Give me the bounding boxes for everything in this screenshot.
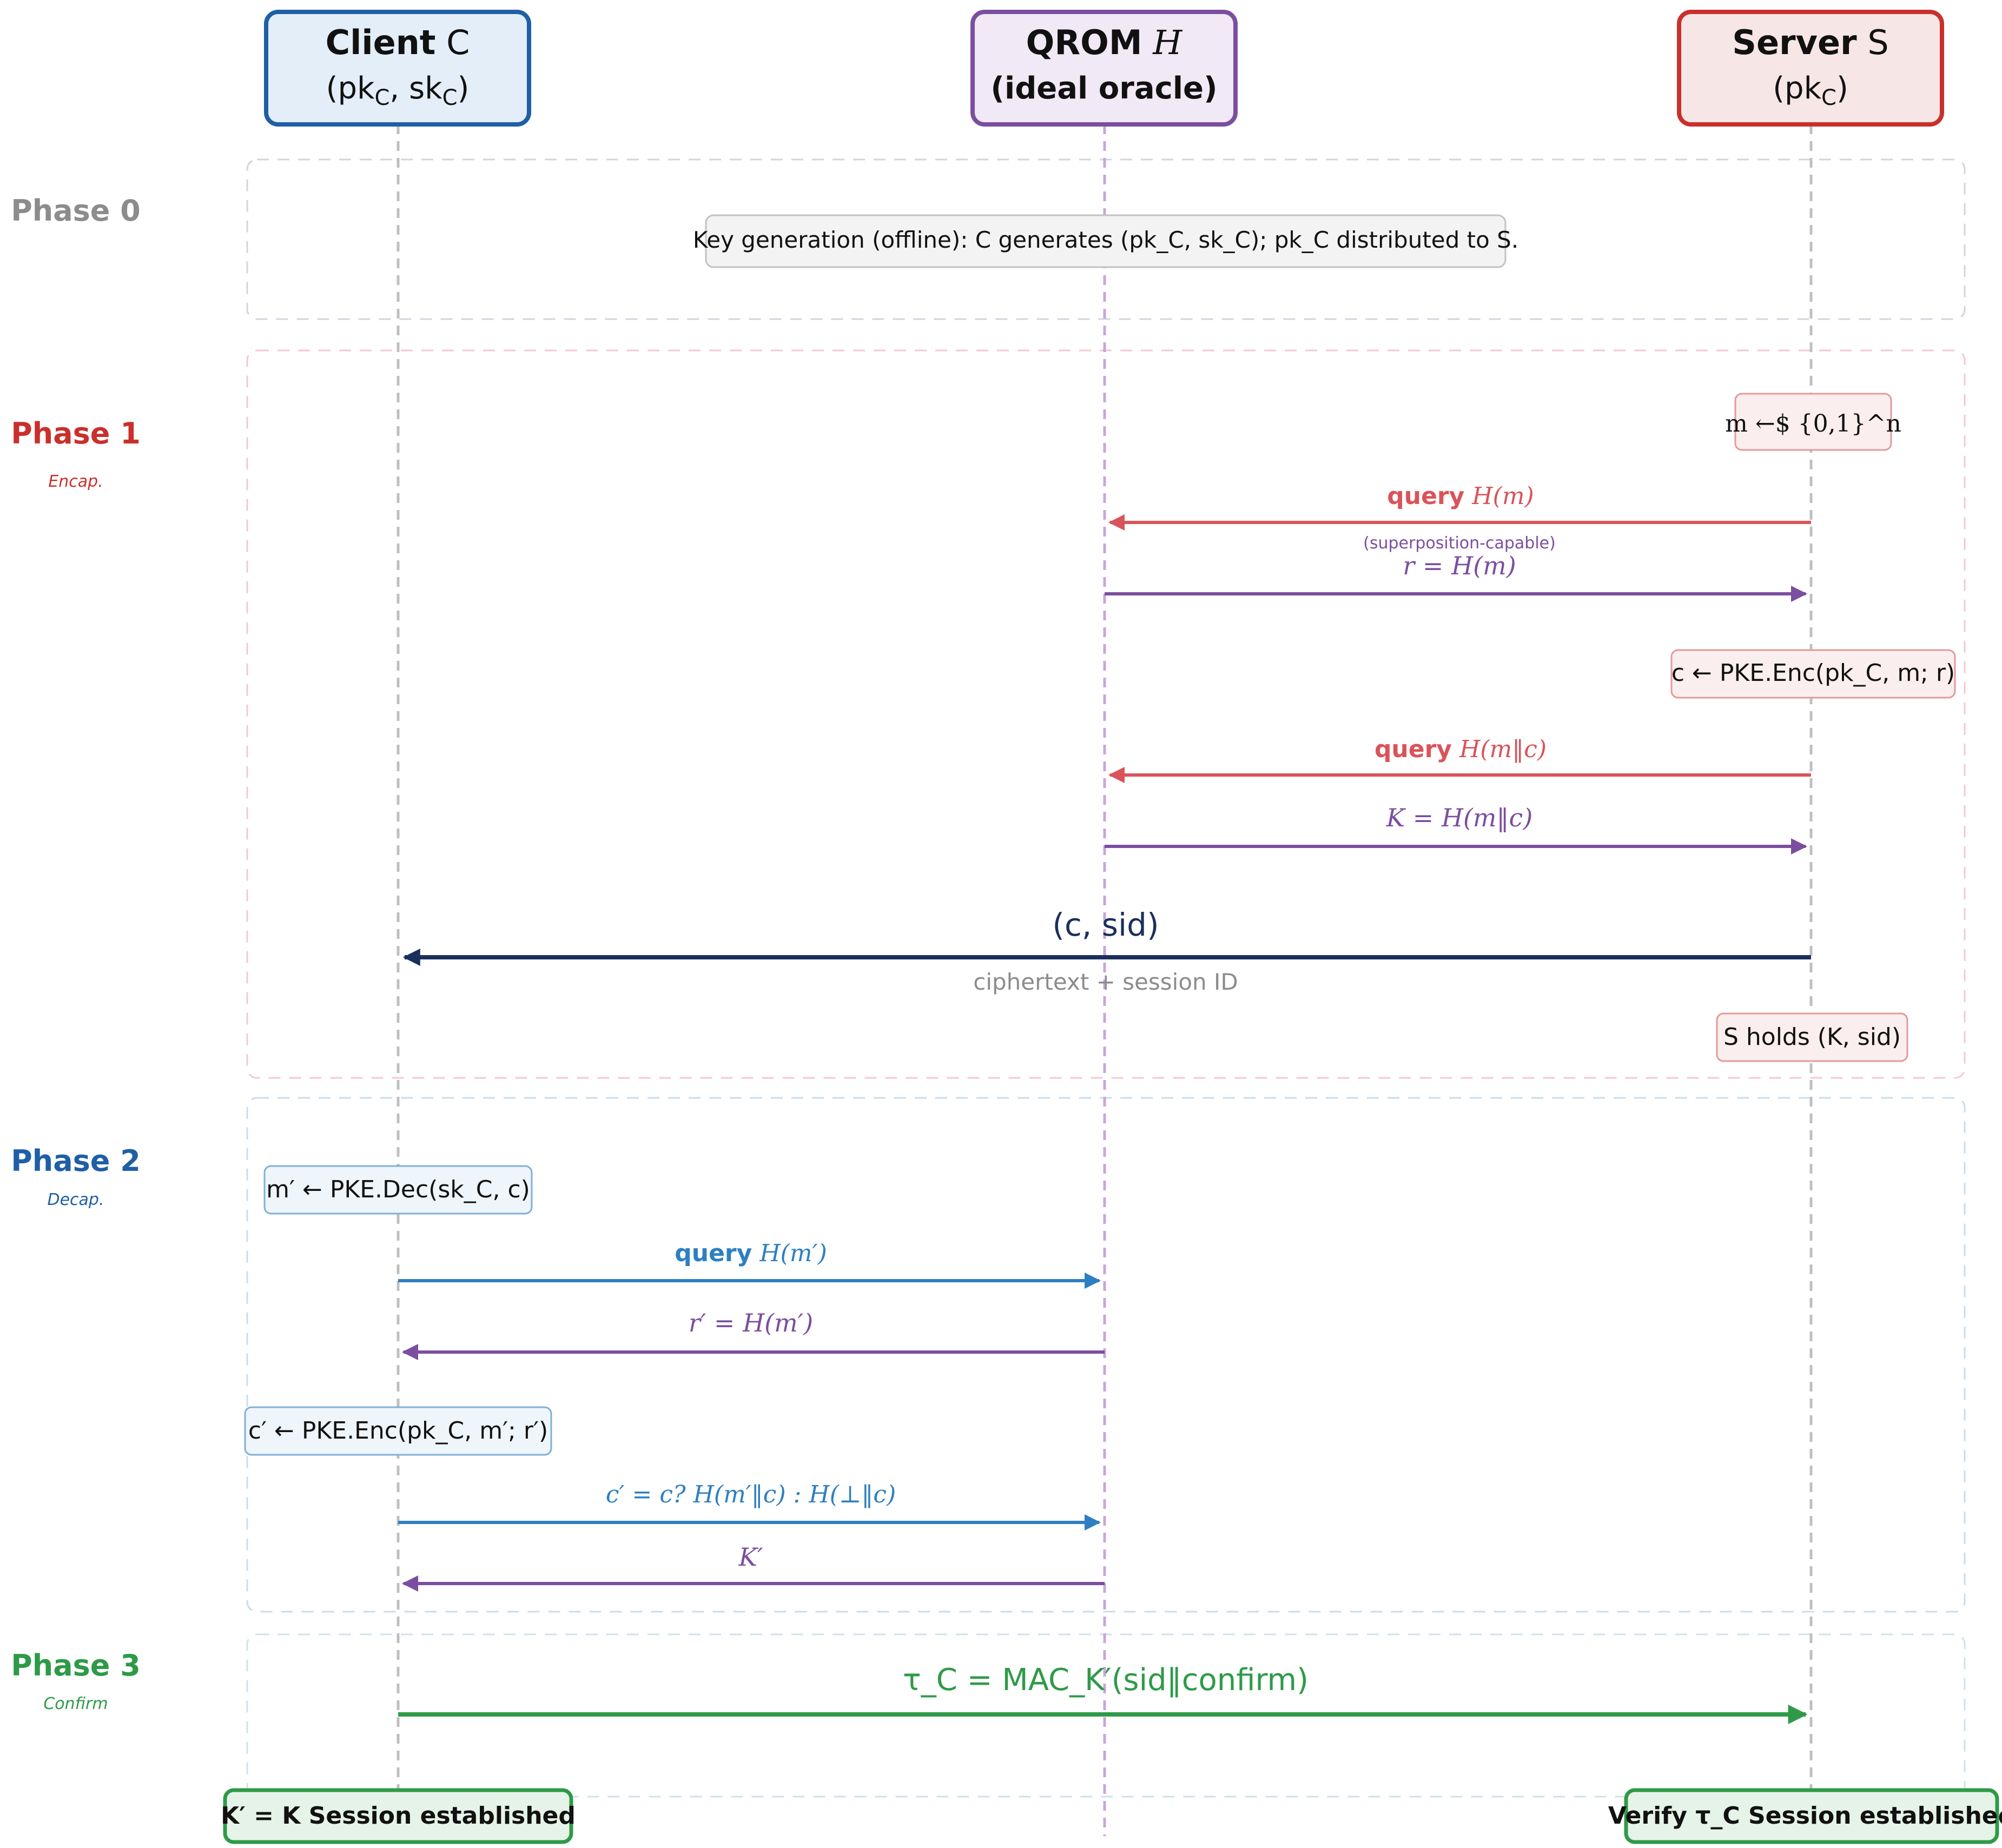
pke-enc-client-text: c′ ← PKE.Enc(pk_C, m′; r′) [248,1417,548,1445]
svg-text:query H(m′): query H(m′) [675,1240,827,1267]
phase-2-label: Phase 2 [11,1144,141,1178]
server-final-text: Verify τ_C Session established [1608,1802,2002,1830]
svg-text:query H(m): query H(m) [1387,482,1534,510]
pke-dec-client-note: m′ ← PKE.Dec(sk_C, c) [263,1165,533,1215]
client-final-text: K′ = K Session established [221,1802,576,1830]
keygen-text: Key generation (offline): C generates (p… [693,227,1518,253]
fo-query-label: c′ = c? H(m′‖c) : H(⊥‖c) [606,1481,896,1508]
qrom-name: QROM [1026,23,1142,62]
rp-response-label: r′ = H(m′) [689,1308,813,1337]
query-hmc-bold: query [1375,736,1452,763]
r-response-label: r = H(m) [1403,551,1516,580]
server-symbol: S [1867,23,1888,62]
server-name: Server [1732,23,1857,62]
svg-text:(pkC, skC): (pkC, skC) [326,71,470,110]
ciphertext-label: (c, sid) [1052,906,1159,943]
query-hm-expr: H(m) [1471,482,1534,510]
qrom-sub: (ideal oracle) [990,71,1217,106]
server-final-box: Verify τ_C Session established [1608,1788,2002,1844]
client-symbol: C [446,23,470,62]
phase-2-sub: Decap. [47,1190,104,1209]
ciphertext-sub: ciphertext + session ID [973,969,1238,995]
keygen-note: Key generation (offline): C generates (p… [693,214,1518,268]
pke-enc-client-note: c′ ← PKE.Enc(pk_C, m′; r′) [244,1406,552,1456]
kp-response-label: K′ [738,1542,763,1572]
query-hmp-expr: H(m′) [759,1240,827,1267]
query-hmp-bold: query [675,1240,752,1267]
s-holds-text: S holds (K, sid) [1723,1023,1901,1051]
client-name: Client [326,23,436,62]
query-hm-bold: query [1387,482,1464,510]
participant-qrom: QROM H (ideal oracle) [970,10,1238,127]
phase-3-label: Phase 3 [11,1648,141,1683]
svg-text:query H(m‖c): query H(m‖c) [1375,736,1547,763]
superposition-label: (superposition-capable) [1363,534,1556,553]
phase-1-sub: Encap. [48,472,103,491]
s-holds-note: S holds (K, sid) [1716,1012,1908,1062]
participant-server: Server S (pkC) [1677,10,1944,127]
client-final-box: K′ = K Session established [221,1788,576,1844]
pke-enc-server-note: c ← PKE.Enc(pk_C, m; r) [1670,649,1956,699]
svg-text:Client C: Client C [326,23,470,62]
phase-3-sub: Confirm [43,1694,108,1713]
sample-m-note: m ←$ {0,1}^n [1725,393,1901,451]
pke-dec-client-text: m′ ← PKE.Dec(sk_C, c) [266,1176,530,1203]
query-hmc-expr: H(m‖c) [1459,736,1547,763]
phase-0-label: Phase 0 [11,194,141,228]
svg-text:Server S: Server S [1732,23,1888,62]
sample-m-text: m ←$ {0,1}^n [1725,410,1901,438]
phase-1-label: Phase 1 [11,416,141,451]
qrom-symbol: H [1152,23,1183,62]
pke-enc-server-text: c ← PKE.Enc(pk_C, m; r) [1671,659,1955,687]
participant-client: Client C (pkC, skC) [264,10,531,127]
k-response-label: K = H(m‖c) [1386,803,1533,832]
tau-label: τ_C = MAC_K′(sid‖confirm) [903,1662,1309,1698]
svg-text:QROM H: QROM H [1026,23,1184,62]
svg-text:(pkC): (pkC) [1773,71,1848,110]
